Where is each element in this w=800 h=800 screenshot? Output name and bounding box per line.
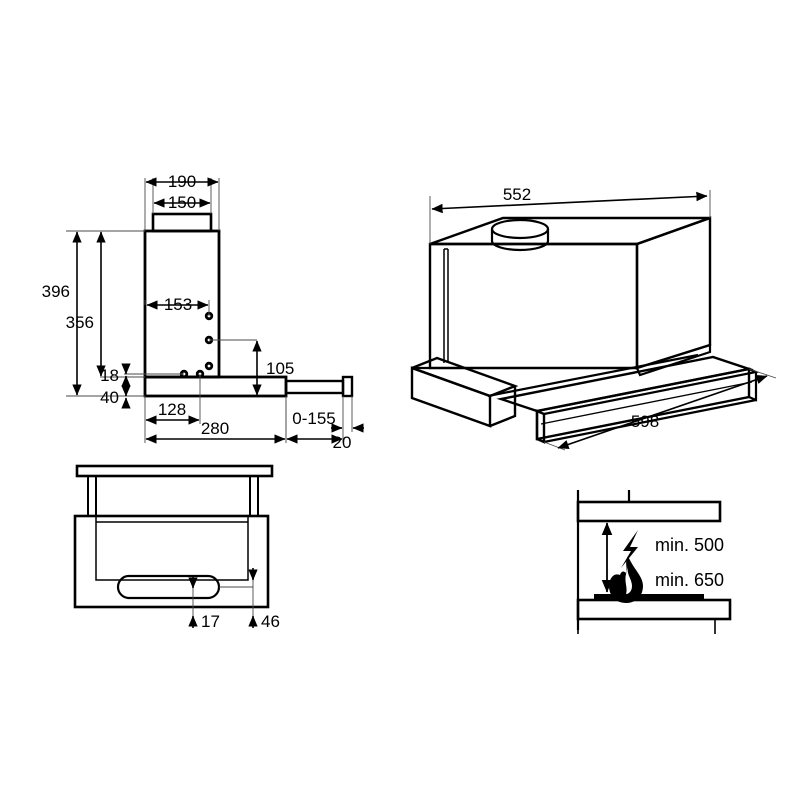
dim-label-396: 396: [42, 282, 70, 301]
plan-outer-housing: [73, 514, 270, 609]
flame-icon: [609, 556, 643, 603]
plan-dimension-lines: [188, 568, 258, 628]
iso-body-front-face: [428, 242, 639, 370]
dim-label-17: 17: [201, 612, 220, 631]
view-isometric: 552 598: [410, 185, 777, 451]
slide-carriage-outline: [143, 375, 354, 398]
dim-label-0-155: 0-155: [292, 409, 335, 428]
dim-label-18: 18: [100, 366, 119, 385]
dim-label-150: 150: [168, 193, 196, 212]
dim-label-46: 46: [261, 612, 280, 631]
dim-552-line: [431, 191, 708, 214]
clearance-note-electric: min. 500: [655, 535, 724, 555]
dim-label-105: 105: [266, 359, 294, 378]
view-side-elevation: 190 150 396 356 153 18 40 105 128 280 0-…: [42, 172, 364, 452]
view-plan: 17 46: [73, 464, 280, 631]
dim-label-598: 598: [631, 412, 659, 431]
dim-label-40: 40: [100, 388, 119, 407]
dim-label-356: 356: [66, 313, 94, 332]
dim-label-153: 153: [164, 295, 192, 314]
dim-label-190: 190: [168, 172, 196, 191]
dim-label-128: 128: [158, 400, 186, 419]
clearance-worktop: [576, 598, 732, 634]
dim-label-552: 552: [503, 185, 531, 204]
plan-slide-rails: [87, 475, 259, 517]
iso-body-right-face: [635, 216, 712, 370]
clearance-hob-plate: [594, 594, 704, 601]
iso-duct-spigot: [490, 218, 550, 252]
dim-598-line: [557, 375, 768, 449]
iso-slide-shelf: [487, 343, 754, 413]
clearance-hood-body: [576, 490, 722, 523]
view-clearance-diagram: min. 500 min. 650: [576, 490, 732, 634]
iso-body-seam: [443, 248, 449, 363]
iso-body-top-face: [429, 216, 711, 246]
dimension-lines-side: [72, 177, 364, 444]
clearance-note-gas: min. 650: [655, 570, 724, 590]
plan-top-rail: [75, 464, 274, 478]
iso-dimension-lines: [429, 190, 777, 451]
plan-inner-recess: [95, 516, 249, 581]
dim-label-280: 280: [201, 419, 229, 438]
mounting-holes-group: [179, 311, 214, 379]
lightning-bolt-icon: [621, 530, 638, 568]
dim-label-20: 20: [333, 433, 352, 452]
chimney-spigot-outline: [151, 212, 213, 233]
